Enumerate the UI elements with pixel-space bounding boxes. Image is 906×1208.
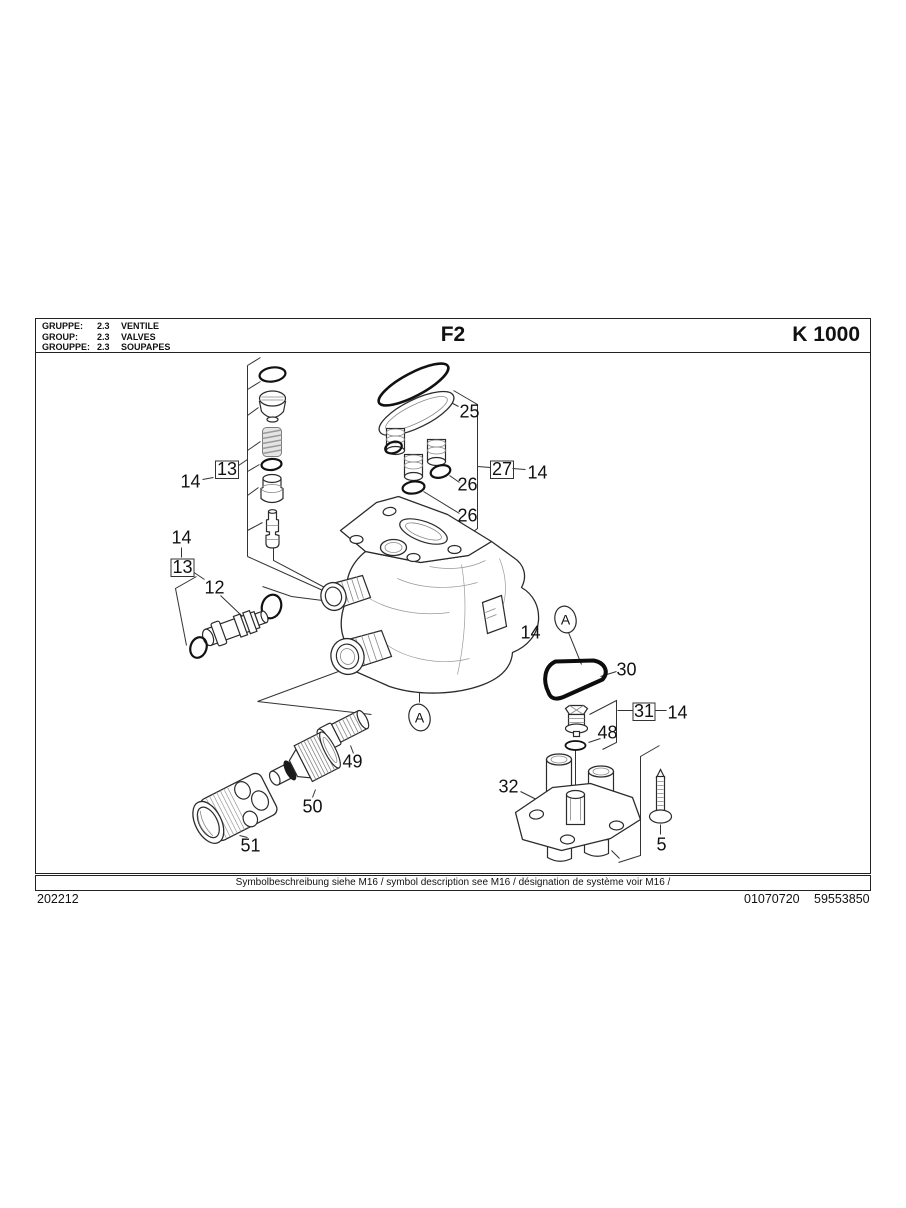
part-spring: [262, 427, 282, 457]
group-name: SOUPAPES: [121, 342, 171, 352]
part-connector-50: [268, 731, 341, 786]
part-cartridge-12: [201, 609, 269, 647]
symbol-note: Symbolbeschreibung siehe M16 / symbol de…: [235, 877, 671, 888]
callout-A-seal: A: [561, 612, 571, 628]
callout-13-cartridge: 13: [172, 557, 192, 577]
callout-25: 25: [459, 402, 479, 422]
callout-27: 27: [492, 459, 512, 479]
callout-14-housing: 14: [520, 623, 540, 643]
part-oring-small: [260, 457, 283, 472]
callouts: 14 13 25 26 26 27 14 14 13 12 14 A 30 31…: [170, 402, 688, 856]
group-label: GRUPPE:: [42, 321, 84, 331]
callout-box-27: [490, 460, 514, 479]
part-oval-seal-25: [377, 362, 450, 407]
footer-note-strip: Symbolbeschreibung siehe M16 / symbol de…: [35, 875, 871, 891]
part-oring-cartridge-left: [189, 636, 208, 659]
group-code: 2.3: [97, 321, 110, 331]
callout-box-13b: [170, 558, 195, 577]
part-oring-26c: [401, 480, 426, 495]
callout-49: 49: [342, 752, 362, 772]
exploded-diagram: 14 13 25 26 26 27 14 14 13 12 14 A 30 31…: [170, 357, 688, 863]
callout-13-valve-kit: 13: [217, 459, 237, 479]
callout-12: 12: [204, 578, 224, 598]
group-name: VALVES: [121, 331, 156, 342]
callout-5: 5: [656, 835, 666, 855]
symbol-a-circle: [408, 703, 431, 732]
part-screw-5: [648, 768, 673, 824]
group-label: GROUPPE:: [42, 342, 91, 352]
callout-32: 32: [498, 777, 518, 797]
group-label: GROUP:: [42, 331, 78, 342]
part-oring-48: [564, 740, 587, 751]
callout-14-cartridge: 14: [171, 528, 191, 548]
doc-number-right-1: 01070720: [744, 892, 800, 906]
part-seal-30: [543, 658, 608, 701]
callout-50: 50: [302, 797, 322, 817]
part-housing-port-upper: [320, 574, 372, 612]
part-coupling-51: [192, 772, 278, 844]
part-screw-plug: [258, 390, 287, 423]
doc-number-left: 202212: [37, 892, 79, 906]
callout-14-valve-kit: 14: [180, 472, 200, 492]
group-name: VENTILE: [121, 321, 160, 331]
doc-number-right-2: 59553850: [814, 892, 870, 906]
group-code: 2.3: [97, 331, 110, 342]
page-code: F2: [440, 323, 466, 346]
callout-14-valve-unit: 14: [527, 463, 547, 483]
callout-box-13: [215, 460, 239, 479]
symbol-a-circle: [554, 605, 577, 634]
callout-26a: 26: [457, 475, 477, 495]
part-flange-32: [514, 753, 642, 862]
callout-26b: 26: [457, 506, 477, 526]
callout-31: 31: [634, 701, 654, 721]
part-oring-26b: [429, 464, 452, 479]
part-valve-pin: [265, 509, 280, 549]
part-valve-piston: [260, 473, 284, 504]
callout-box-31: [632, 702, 656, 721]
part-valve-unit-27: [378, 390, 455, 482]
callout-30: 30: [616, 660, 636, 680]
part-valve-31: [564, 704, 589, 738]
part-oring-26a: [384, 440, 403, 455]
part-seal-tab-14: [481, 594, 508, 635]
callout-A-housing: A: [415, 710, 425, 726]
diagram-area: 14 13 25 26 26 27 14 14 13 12 14 A 30 31…: [35, 353, 871, 874]
model-code: K 1000: [792, 323, 860, 346]
part-oring-top: [258, 366, 287, 383]
callout-14-valve31: 14: [667, 703, 687, 723]
group-code: 2.3: [97, 342, 110, 352]
callout-48: 48: [597, 723, 617, 743]
part-housing-port-lower: [330, 629, 393, 676]
callout-51: 51: [240, 836, 260, 856]
